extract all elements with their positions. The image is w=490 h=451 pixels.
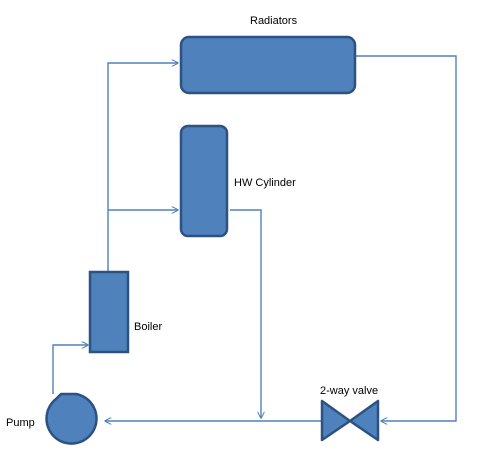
hw-cylinder bbox=[179, 124, 229, 238]
pipework bbox=[52, 55, 457, 421]
radiators bbox=[179, 35, 357, 95]
pipe-flow-to-radiators bbox=[107, 63, 178, 272]
pipe-return-from-hw-cylinder bbox=[230, 209, 261, 418]
boiler bbox=[88, 270, 130, 354]
two-way-valve-icon bbox=[320, 399, 380, 442]
pipe-return-from-radiators bbox=[356, 55, 457, 421]
valve-label: 2-way valve bbox=[320, 385, 379, 397]
pump-label: Pump bbox=[6, 417, 35, 429]
hw-cylinder-label: HW Cylinder bbox=[234, 177, 296, 189]
radiators-label: Radiators bbox=[250, 15, 298, 27]
boiler-label: Boiler bbox=[134, 321, 163, 333]
pump-icon bbox=[45, 392, 98, 445]
pipe-pump-to-boiler bbox=[52, 345, 88, 394]
